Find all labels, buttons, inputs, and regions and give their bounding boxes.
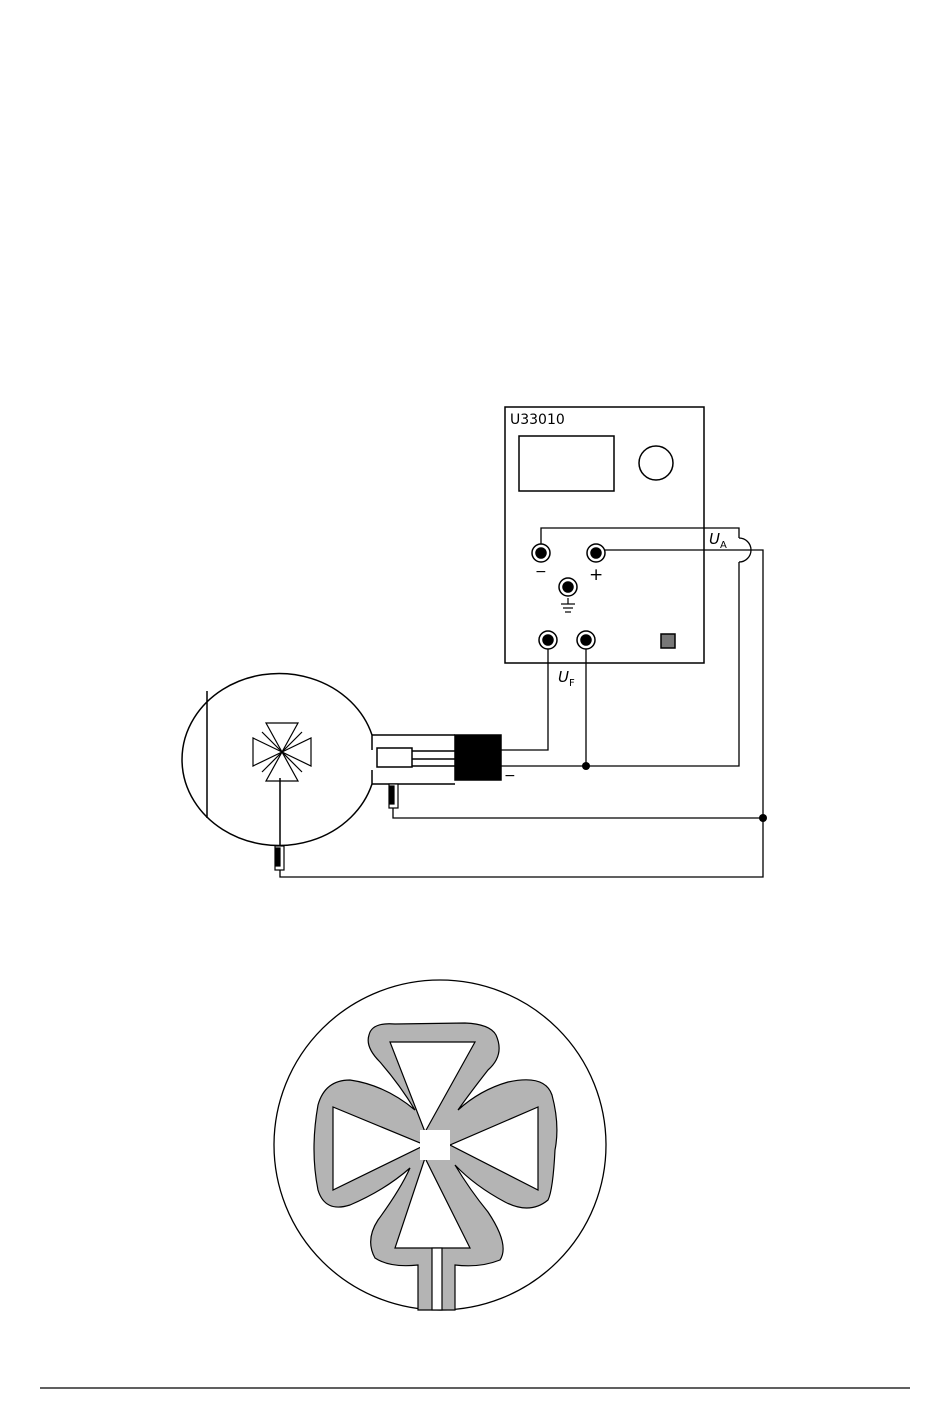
wire-filament-1 [501,649,548,750]
socket-filament-1 [539,631,557,649]
tube-socket [455,735,501,780]
filament-voltage-label: UF [558,668,575,689]
wire-cathode-plug [393,808,763,818]
power-supply [505,407,704,663]
model-label: U33010 [510,412,565,428]
display-window [519,436,614,491]
minus-terminal-label: − [535,564,547,580]
socket-minus [532,544,550,562]
junction-dot-2 [759,814,767,822]
power-button [661,634,675,648]
tube-bulb [182,674,372,846]
anode-voltage-symbol: U [709,530,720,548]
plus-terminal-label: + [589,565,603,585]
cathode-minus-label: − [504,768,516,784]
connector-plugs [275,784,398,870]
anode-voltage-label: UA [709,530,727,551]
socket-ground [559,578,577,596]
filament-voltage-subscript: F [569,678,575,689]
maltese-cross-small-icon [253,723,311,781]
control-knob [639,446,673,480]
ground-icon [561,598,575,612]
screen-cross-stem [432,1248,442,1310]
filament-voltage-symbol: U [558,668,569,686]
screen-detail [274,980,606,1310]
wire-anode-plus [280,550,763,877]
sockets [532,544,605,649]
socket-plus [587,544,605,562]
power-supply-housing [505,407,704,663]
cathode-block [377,748,412,767]
socket-filament-2 [577,631,595,649]
tube [182,674,501,846]
junction-dot-1 [582,762,590,770]
